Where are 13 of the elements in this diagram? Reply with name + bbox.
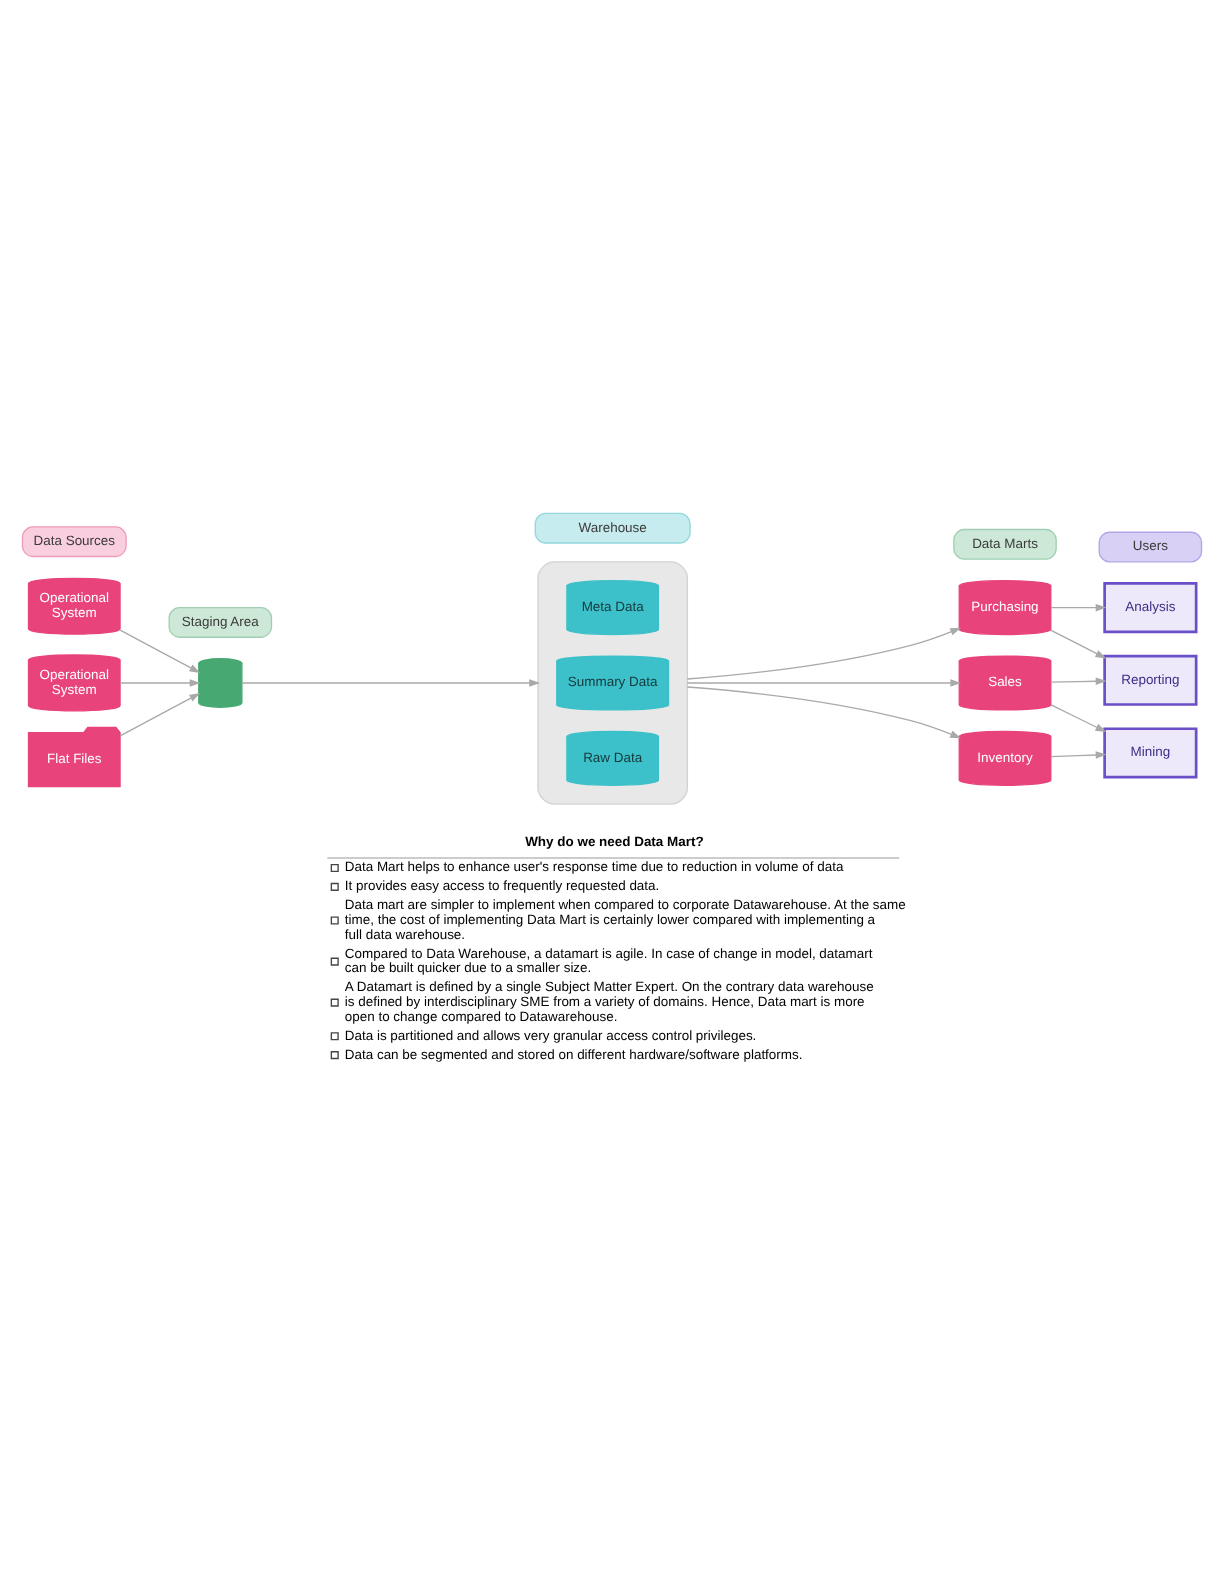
arrow	[119, 693, 201, 737]
arrow	[241, 679, 540, 687]
cluster	[537, 561, 689, 805]
arrow	[119, 679, 201, 687]
arrow	[1050, 751, 1107, 759]
arrow	[686, 679, 962, 687]
arrow	[1050, 677, 1107, 686]
arrow	[1050, 629, 1107, 659]
arrow	[119, 629, 201, 673]
arrow	[1050, 704, 1107, 732]
arrow	[686, 627, 962, 680]
arrow	[686, 686, 962, 739]
arrow	[1050, 603, 1107, 612]
